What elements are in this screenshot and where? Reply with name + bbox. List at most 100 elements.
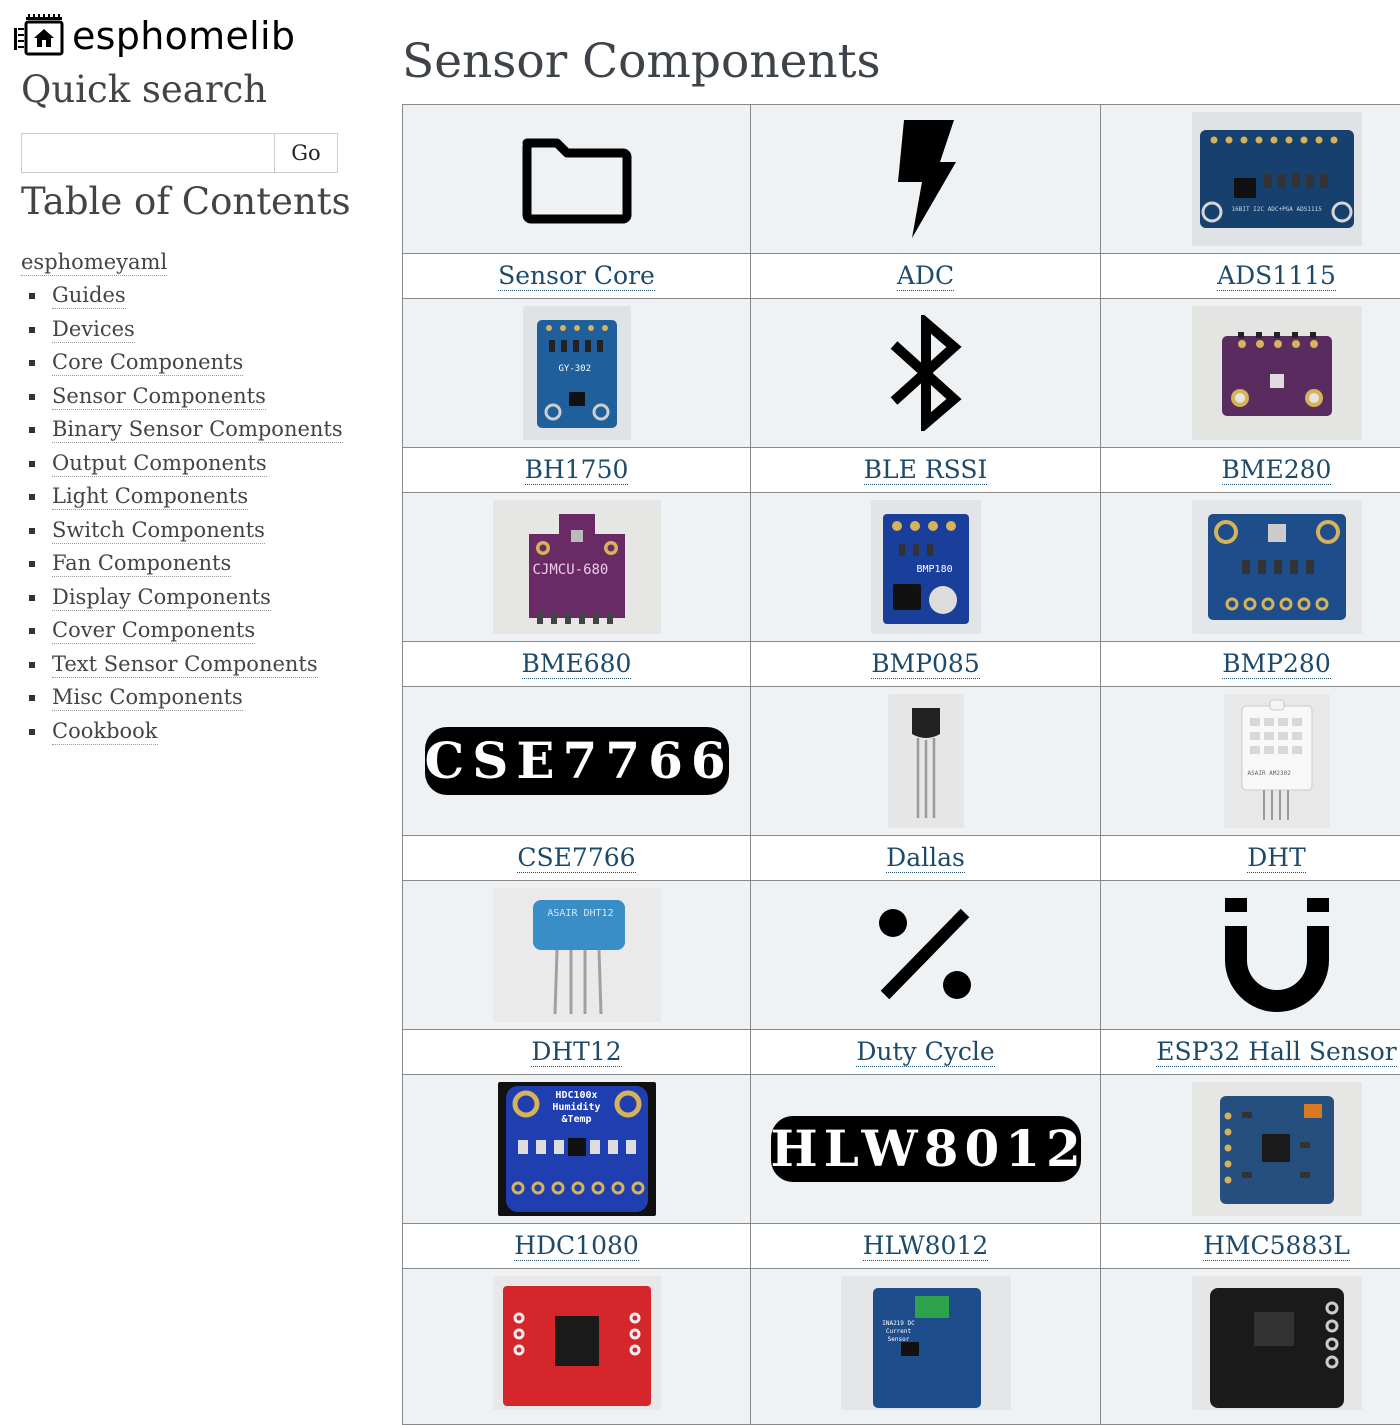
hx711-board-photo [493,1276,661,1410]
toc-link-guides[interactable]: Guides [52,282,126,309]
dallas-image-link[interactable] [888,751,964,770]
toc-link-devices[interactable]: Devices [52,316,135,343]
toc-item: Sensor Components [26,383,343,417]
toc-item: Light Components [26,483,343,517]
sensor-core-image-link[interactable] [519,169,635,188]
toc-link-cookbook[interactable]: Cookbook [52,718,158,745]
bme280-image-link[interactable] [1192,363,1362,382]
hlw8012-image-link[interactable]: HLW8012 [771,1139,1081,1158]
component-image-cell [1101,881,1400,1030]
search-form: Go [21,133,338,173]
ble-rssi-image-link[interactable] [888,363,964,382]
bme680-board-photo: CJMCU-680 [493,500,661,634]
toc-link-binary-sensor-components[interactable]: Binary Sensor Components [52,416,343,443]
dht12-image-link[interactable]: ASAIR DHT12 [493,945,661,964]
toc-link-light-components[interactable]: Light Components [52,483,248,510]
component-image-cell: ASAIR DHT12 [403,881,751,1030]
component-image-cell [1101,1269,1400,1425]
bme680-link[interactable]: BME680 [522,649,632,679]
component-label-cell: BLE RSSI [751,448,1101,493]
bmp085-board-photo: BMP180 [871,500,981,634]
duty-cycle-image-link[interactable] [877,945,975,964]
bme280-link[interactable]: BME280 [1222,455,1332,485]
hx711-image-link[interactable] [493,1333,661,1352]
toc-item: Output Components [26,450,343,484]
sensor-core-link[interactable]: Sensor Core [498,261,655,291]
hmc5883l-image-link[interactable] [1192,1139,1362,1158]
toc-item: Devices [26,316,343,350]
toc-root-link[interactable]: esphomeyaml [21,249,167,276]
bh1750-image-link[interactable]: GY-302 [523,363,631,382]
component-label-cell: HLW8012 [751,1224,1101,1269]
label-row: Sensor Core ADC ADS1115 [403,254,1400,299]
component-label-cell: BH1750 [403,448,751,493]
component-label-cell: BMP280 [1101,642,1400,687]
ads1115-image-link[interactable]: 16BIT I2C ADC+PGA ADS1115 [1192,169,1362,188]
toc-link-core-components[interactable]: Core Components [52,349,243,376]
toc-link-output-components[interactable]: Output Components [52,450,267,477]
ina3221-image-link[interactable] [1192,1333,1362,1352]
adc-link[interactable]: ADC [897,261,954,291]
hlw8012-link[interactable]: HLW8012 [863,1231,989,1261]
component-image-cell [751,105,1101,254]
image-row: HDC100x Humidity &Temp HLW8012 [403,1075,1400,1224]
ads1115-link[interactable]: ADS1115 [1217,261,1336,291]
label-row: BH1750 BLE RSSI BME280 [403,448,1400,493]
bmp280-link[interactable]: BMP280 [1222,649,1331,679]
hdc1080-link[interactable]: HDC1080 [514,1231,639,1261]
hdc1080-board-text: HDC100x Humidity &Temp [544,1090,610,1126]
toc-item: Binary Sensor Components [26,416,343,450]
toc-link-sensor-components[interactable]: Sensor Components [52,383,266,410]
adc-image-link[interactable] [894,169,958,188]
bmp085-image-link[interactable]: BMP180 [871,557,981,576]
cse7766-link[interactable]: CSE7766 [517,843,635,873]
component-image-cell: ASAIR AM2302 [1101,687,1400,836]
dht12-sensor-photo: ASAIR DHT12 [493,888,661,1022]
component-image-cell: BMP180 [751,493,1101,642]
dht-image-link[interactable]: ASAIR AM2302 [1224,751,1330,770]
bluetooth-icon [888,315,964,431]
toc-link-switch-components[interactable]: Switch Components [52,517,265,544]
esp32-hall-sensor-link[interactable]: ESP32 Hall Sensor [1156,1037,1396,1067]
toc-link-fan-components[interactable]: Fan Components [52,550,231,577]
toc-item: Cookbook [26,718,343,752]
component-image-cell: GY-302 [403,299,751,448]
hmc5883l-link[interactable]: HMC5883L [1203,1231,1350,1261]
toc-link-cover-components[interactable]: Cover Components [52,617,255,644]
bme680-board-text: CJMCU-680 [533,562,609,578]
hdc1080-image-link[interactable]: HDC100x Humidity &Temp [498,1139,656,1158]
bmp085-link[interactable]: BMP085 [871,649,980,679]
toc-item: Core Components [26,349,343,383]
search-input[interactable] [21,133,274,173]
bme680-image-link[interactable]: CJMCU-680 [493,557,661,576]
go-button[interactable]: Go [274,133,338,173]
cse7766-image-link[interactable]: CSE7766 [425,751,729,770]
dht-link[interactable]: DHT [1247,843,1306,873]
toc-list: Guides Devices Core Components Sensor Co… [26,282,343,751]
page-title: Sensor Components [402,34,881,89]
component-image-cell [1101,493,1400,642]
logo-link[interactable]: esphomelib [14,14,295,58]
component-image-cell: INA219 DC Current Sensor [751,1269,1101,1425]
lightning-icon [894,120,958,238]
component-image-cell [1101,1075,1400,1224]
component-image-cell: HDC100x Humidity &Temp [403,1075,751,1224]
ina219-image-link[interactable]: INA219 DC Current Sensor [841,1333,1011,1352]
dallas-link[interactable]: Dallas [886,843,965,873]
esp32-hall-image-link[interactable] [1225,945,1329,964]
component-label-cell: BME280 [1101,448,1400,493]
logo-text: esphomelib [72,14,295,58]
toc-link-misc-components[interactable]: Misc Components [52,684,243,711]
quick-search-heading: Quick search [21,68,267,111]
toc-link-text-sensor-components[interactable]: Text Sensor Components [52,651,318,678]
image-row: 16BIT I2C ADC+PGA ADS1115 [403,105,1400,254]
duty-cycle-link[interactable]: Duty Cycle [856,1037,994,1067]
bh1750-link[interactable]: BH1750 [525,455,629,485]
dht12-link[interactable]: DHT12 [531,1037,621,1067]
component-label-cell: ADS1115 [1101,254,1400,299]
component-label-cell: HMC5883L [1101,1224,1400,1269]
bmp280-image-link[interactable] [1192,557,1362,576]
toc-link-display-components[interactable]: Display Components [52,584,271,611]
ble-rssi-link[interactable]: BLE RSSI [864,455,988,485]
label-row: DHT12 Duty Cycle ESP32 Hall Sensor [403,1030,1400,1075]
